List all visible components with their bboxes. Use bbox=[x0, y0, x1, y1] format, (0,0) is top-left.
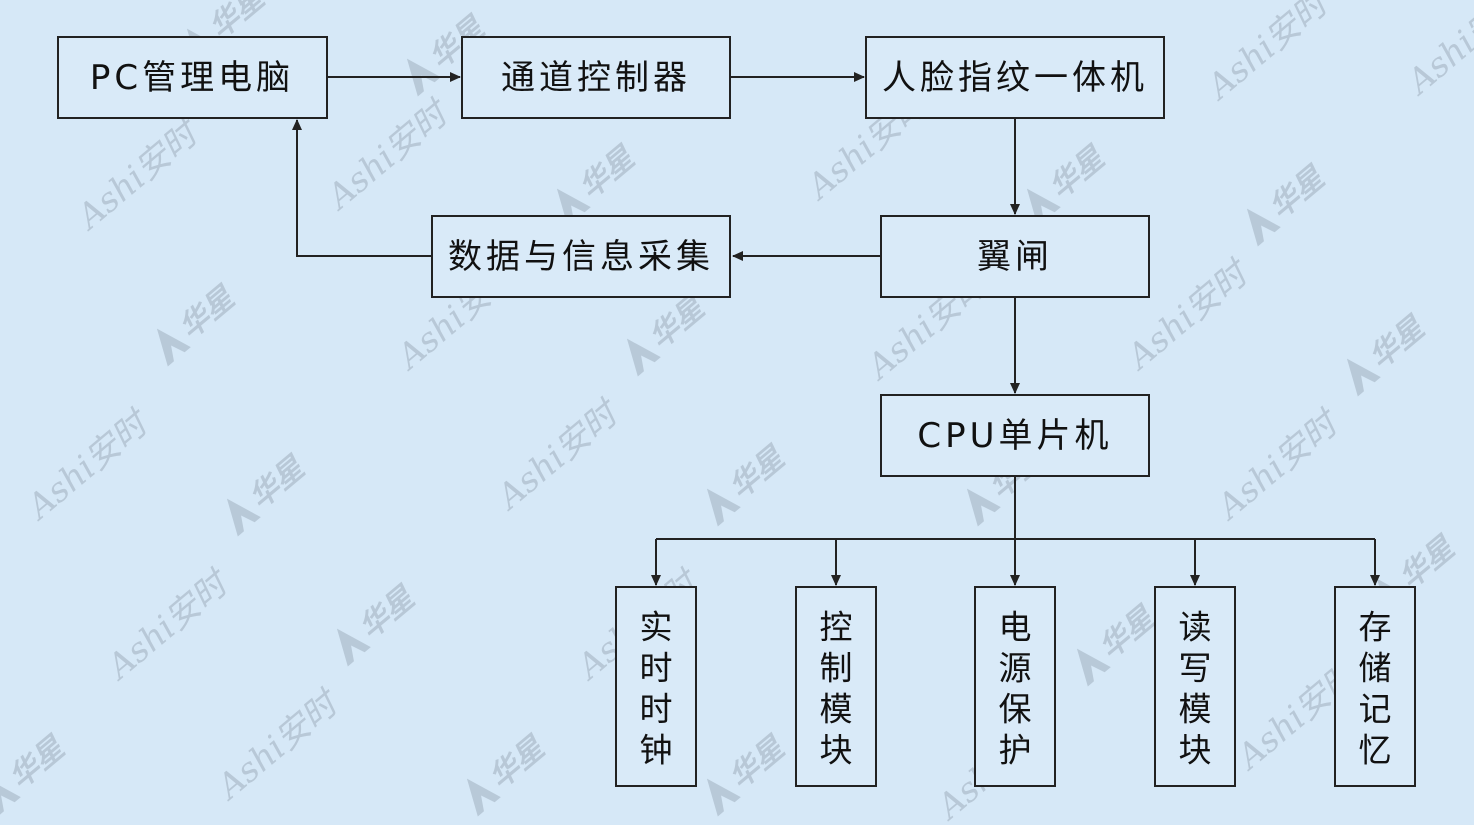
watermark-logo-icon bbox=[156, 328, 191, 367]
node-storage-memory: 存储记忆 bbox=[1334, 586, 1416, 787]
watermark-logo: 华星 bbox=[706, 729, 793, 817]
watermark-logo: 华星 bbox=[1346, 309, 1433, 397]
watermark-brand-text: Ashi安时 bbox=[208, 681, 349, 809]
watermark-brand-text: Ashi安时 bbox=[1208, 401, 1349, 529]
watermark-logo-icon bbox=[336, 628, 371, 667]
watermark-logo: 华星 bbox=[466, 729, 553, 817]
node-wing-gate-label: 翼闸 bbox=[977, 237, 1053, 277]
watermark-logo-text: 华星 bbox=[723, 729, 793, 796]
watermark-logo: 华星 bbox=[626, 289, 713, 377]
watermark-logo-text: 华星 bbox=[1263, 159, 1333, 226]
watermark-brand-text: Ashi安时 bbox=[318, 91, 459, 219]
connector-lines bbox=[292, 72, 1380, 586]
watermark-logo-text: 华星 bbox=[1043, 139, 1113, 206]
watermark-logo-icon bbox=[406, 58, 441, 97]
watermark-brand-text: Ashi安时 bbox=[488, 391, 629, 519]
watermark-logo-text: 华星 bbox=[3, 729, 73, 796]
watermark-logo: 华星 bbox=[1246, 159, 1333, 247]
watermark-brand-text: Ashi安时 bbox=[1398, 0, 1474, 104]
node-rtc: 实时时钟 bbox=[615, 586, 697, 787]
node-rtc-label: 实时时钟 bbox=[640, 608, 673, 770]
node-power-label: 电源保护 bbox=[999, 608, 1032, 770]
node-cpu-label: CPU单片机 bbox=[917, 416, 1112, 456]
watermark-logo: 华星 bbox=[226, 449, 313, 537]
watermark-logo-text: 华星 bbox=[573, 139, 643, 206]
watermark-logo-text: 华星 bbox=[1093, 599, 1163, 666]
node-rw-label: 读写模块 bbox=[1179, 608, 1212, 770]
watermark-brand-text: Ashi安时 bbox=[1198, 0, 1339, 109]
watermark-logo: 华星 bbox=[156, 279, 243, 367]
watermark-logo: 华星 bbox=[1026, 139, 1113, 227]
watermark-logo-text: 华星 bbox=[243, 449, 313, 516]
node-control-label: 控制模块 bbox=[820, 608, 853, 770]
watermark-logo-text: 华星 bbox=[643, 289, 713, 356]
watermark-logo: 华星 bbox=[336, 579, 423, 667]
watermark-logo-icon bbox=[1076, 648, 1111, 687]
watermark-logo-icon bbox=[1346, 358, 1381, 397]
node-memory-label: 存储记忆 bbox=[1359, 608, 1392, 770]
node-channel-controller-label: 通道控制器 bbox=[501, 58, 691, 98]
watermark-logo-icon bbox=[466, 778, 501, 817]
watermark-logo-text: 华星 bbox=[723, 439, 793, 506]
node-face-fingerprint-terminal: 人脸指纹一体机 bbox=[865, 36, 1165, 119]
watermark-logo-icon bbox=[1246, 208, 1281, 247]
watermark-brand-text: Ashi安时 bbox=[18, 401, 159, 529]
node-control-module: 控制模块 bbox=[795, 586, 877, 787]
watermark-brand-text: Ashi安时 bbox=[98, 561, 239, 689]
node-face-fingerprint-label: 人脸指纹一体机 bbox=[882, 58, 1148, 98]
watermark-logo: 华星 bbox=[556, 139, 643, 227]
watermark-logo-icon bbox=[706, 778, 741, 817]
node-power-protection: 电源保护 bbox=[974, 586, 1056, 787]
watermark-logo-icon bbox=[626, 338, 661, 377]
watermark-logo-icon bbox=[966, 488, 1001, 527]
node-data-collection-label: 数据与信息采集 bbox=[448, 237, 714, 277]
node-wing-gate: 翼闸 bbox=[880, 215, 1150, 298]
watermark-logo-text: 华星 bbox=[483, 729, 553, 796]
watermark-logo: 华星 bbox=[706, 439, 793, 527]
edge-datacollect-to-pc bbox=[292, 119, 432, 257]
watermark-logo-icon bbox=[706, 488, 741, 527]
node-read-write-module: 读写模块 bbox=[1154, 586, 1236, 787]
watermark-brand-text: Ashi安时 bbox=[68, 111, 209, 239]
node-pc-label: PC管理电脑 bbox=[90, 58, 294, 98]
watermark-logo: 华星 bbox=[0, 729, 73, 817]
watermark-logo-text: 华星 bbox=[1363, 309, 1433, 376]
node-cpu-mcu: CPU单片机 bbox=[880, 394, 1150, 477]
node-pc-management: PC管理电脑 bbox=[57, 36, 328, 119]
watermark-logo-text: 华星 bbox=[353, 579, 423, 646]
watermark-logo: 华星 bbox=[1076, 599, 1163, 687]
node-channel-controller: 通道控制器 bbox=[461, 36, 731, 119]
watermark-logo-icon bbox=[226, 498, 261, 537]
node-data-collection: 数据与信息采集 bbox=[431, 215, 731, 298]
watermark-logo-text: 华星 bbox=[173, 279, 243, 346]
